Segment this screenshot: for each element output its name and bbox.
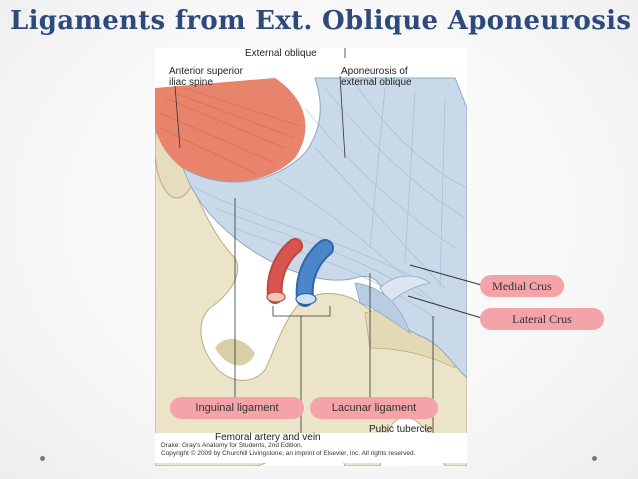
lateral-crus-shape	[354, 282, 411, 334]
anatomy-illustration	[155, 48, 467, 466]
pelvic-bone	[155, 107, 467, 466]
label-asis-line1: Anterior superior	[169, 66, 243, 77]
callout-medial-crus: Medial Crus	[480, 275, 564, 297]
slide-dot-right	[592, 456, 597, 461]
label-pubic-tubercle: Pubic tubercle	[369, 424, 433, 435]
callout-lateral-crus: Lateral Crus	[480, 308, 604, 330]
label-external-oblique: External oblique	[245, 48, 317, 59]
label-aponeurosis: Aponeurosis of external oblique	[341, 66, 412, 88]
label-aponeurosis-line1: Aponeurosis of	[341, 66, 408, 77]
credit-line1: Drake: Gray's Anatomy for Students, 2nd …	[161, 442, 303, 449]
credit-line2: Copyright © 2009 by Churchill Livingston…	[161, 450, 416, 457]
label-femoral-vessels: Femoral artery and vein	[215, 432, 321, 443]
callout-inguinal-ligament: Inguinal ligament	[170, 397, 304, 419]
slide-dot-left	[40, 456, 45, 461]
external-oblique-muscle	[155, 78, 306, 183]
callout-lacunar-ligament: Lacunar ligament	[310, 397, 438, 419]
label-aponeurosis-line2: external oblique	[341, 77, 412, 88]
label-asis-line2: iliac spine	[169, 77, 213, 88]
femoral-vessels	[266, 238, 334, 307]
slide-title: Ligaments from Ext. Oblique Aponeurosis	[10, 6, 632, 36]
anatomy-figure: External oblique Anterior superior iliac…	[155, 48, 467, 466]
label-asis: Anterior superior iliac spine	[169, 66, 243, 88]
figure-credit: Drake: Gray's Anatomy for Students, 2nd …	[161, 442, 415, 458]
medial-crus-shape	[379, 275, 431, 304]
